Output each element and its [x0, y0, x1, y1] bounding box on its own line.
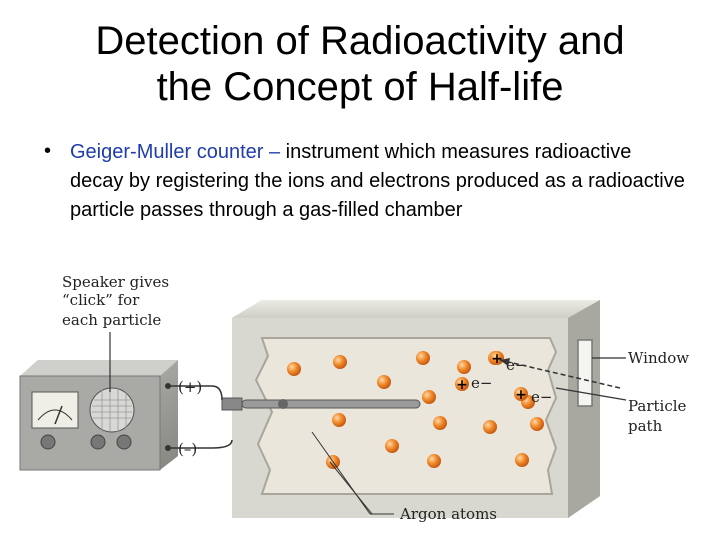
slide-title: Detection of Radioactivity and the Conce… [0, 18, 720, 110]
argon-atom [483, 420, 497, 434]
argon-atom [515, 453, 529, 467]
window-label: Window [628, 349, 689, 367]
counter-speaker-unit [19, 360, 178, 471]
svg-text:+: + [491, 351, 503, 367]
particle-path-label-2: path [628, 417, 663, 435]
argon-atom [530, 417, 544, 431]
argon-atom [427, 454, 441, 468]
speaker-label-line-3: each particle [62, 311, 161, 329]
particle-path-arrow [499, 358, 621, 389]
argon-atom [422, 390, 436, 404]
central-electrode [221, 397, 421, 411]
argon-atom [332, 413, 346, 427]
speaker-label-line-1: Speaker gives [62, 273, 169, 291]
title-line-2: the Concept of Half-life [156, 65, 564, 109]
argon-atom [433, 416, 447, 430]
argon-atoms-label: Argon atoms [399, 505, 497, 523]
negative-terminal-label: (–) [178, 440, 197, 458]
speaker-icon [89, 387, 135, 433]
bullet-marker: • [44, 140, 52, 162]
particle-path-label-1: Particle [628, 397, 687, 415]
positive-terminal-label: (+) [178, 378, 202, 396]
argon-atom [416, 351, 430, 365]
electron-label: e− [506, 356, 527, 374]
ion-marker: + [455, 377, 469, 393]
ion-marker: + [490, 351, 504, 367]
term-definition: instrument which measures radioactive de… [70, 141, 685, 221]
argon-atom [287, 362, 301, 376]
argon-atom [377, 375, 391, 389]
argon-atom [333, 355, 347, 369]
svg-text:+: + [456, 377, 468, 393]
title-line-1: Detection of Radioactivity and [95, 19, 625, 63]
gas-chamber [232, 300, 600, 518]
argon-atom [385, 439, 399, 453]
electron-label: e− [471, 374, 492, 392]
electron-label: e− [531, 388, 552, 406]
speaker-label-line-2: “click” for [62, 291, 140, 309]
term-geiger-muller: Geiger-Muller counter – [70, 141, 281, 163]
bullet-text: Geiger-Muller counter – instrument which… [70, 138, 690, 225]
ion-marker: + [514, 387, 528, 403]
argon-atom [457, 360, 471, 374]
svg-text:+: + [515, 387, 527, 403]
